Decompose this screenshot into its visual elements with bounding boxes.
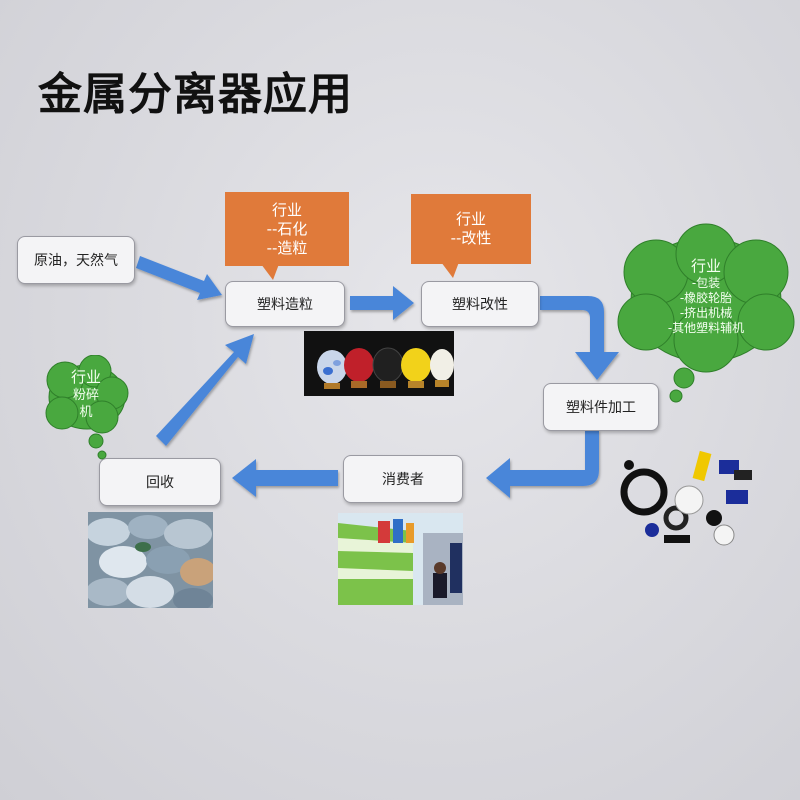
arrow-process-to-consumer [486, 430, 599, 498]
cloud-process-item: -包装 [636, 276, 776, 291]
node-crude: 原油，天然气 [17, 236, 135, 284]
arrow-pellet-to-modify [350, 286, 414, 320]
cloud-recycle-item: 粉碎 [55, 387, 117, 404]
cloud-recycle-text: 行业 粉碎 机 [55, 367, 117, 421]
callout-pellet-heading: 行业 [225, 201, 349, 220]
callout-pellet-item: --石化 [225, 220, 349, 239]
consumer-shopping-image [338, 513, 463, 605]
arrow-crude-to-pellet [136, 256, 222, 300]
cloud-recycle-item: 机 [55, 404, 117, 421]
arrow-consumer-to-recycle [232, 459, 338, 497]
node-pellet: 塑料造粒 [225, 281, 345, 327]
cloud-process-item: -橡胶轮胎 [636, 291, 776, 306]
node-modify: 塑料改性 [421, 281, 539, 327]
plastic-parts-image [614, 440, 764, 555]
arrow-modify-to-process [540, 296, 619, 380]
callout-pellet-item: --造粒 [225, 239, 349, 258]
callout-pellet-industry: 行业 --石化 --造粒 [225, 192, 349, 266]
cloud-process-item: -挤出机械 [636, 306, 776, 321]
callout-modify-heading: 行业 [411, 210, 531, 229]
callout-modify-item: --改性 [411, 229, 531, 248]
node-consumer: 消费者 [343, 455, 463, 503]
cloud-recycle-heading: 行业 [55, 367, 117, 387]
node-process: 塑料件加工 [543, 383, 659, 431]
cloud-process-item: -其他塑料辅机 [636, 321, 776, 336]
arrow-recycle-to-pellet [156, 334, 254, 446]
callout-modify-industry: 行业 --改性 [411, 194, 531, 264]
cloud-process-text: 行业 -包装 -橡胶轮胎 -挤出机械 -其他塑料辅机 [636, 256, 776, 336]
cloud-process-heading: 行业 [636, 256, 776, 276]
pellet-jars-image [304, 331, 454, 396]
node-recycle: 回收 [99, 458, 221, 506]
recycled-plastic-image [88, 512, 213, 608]
